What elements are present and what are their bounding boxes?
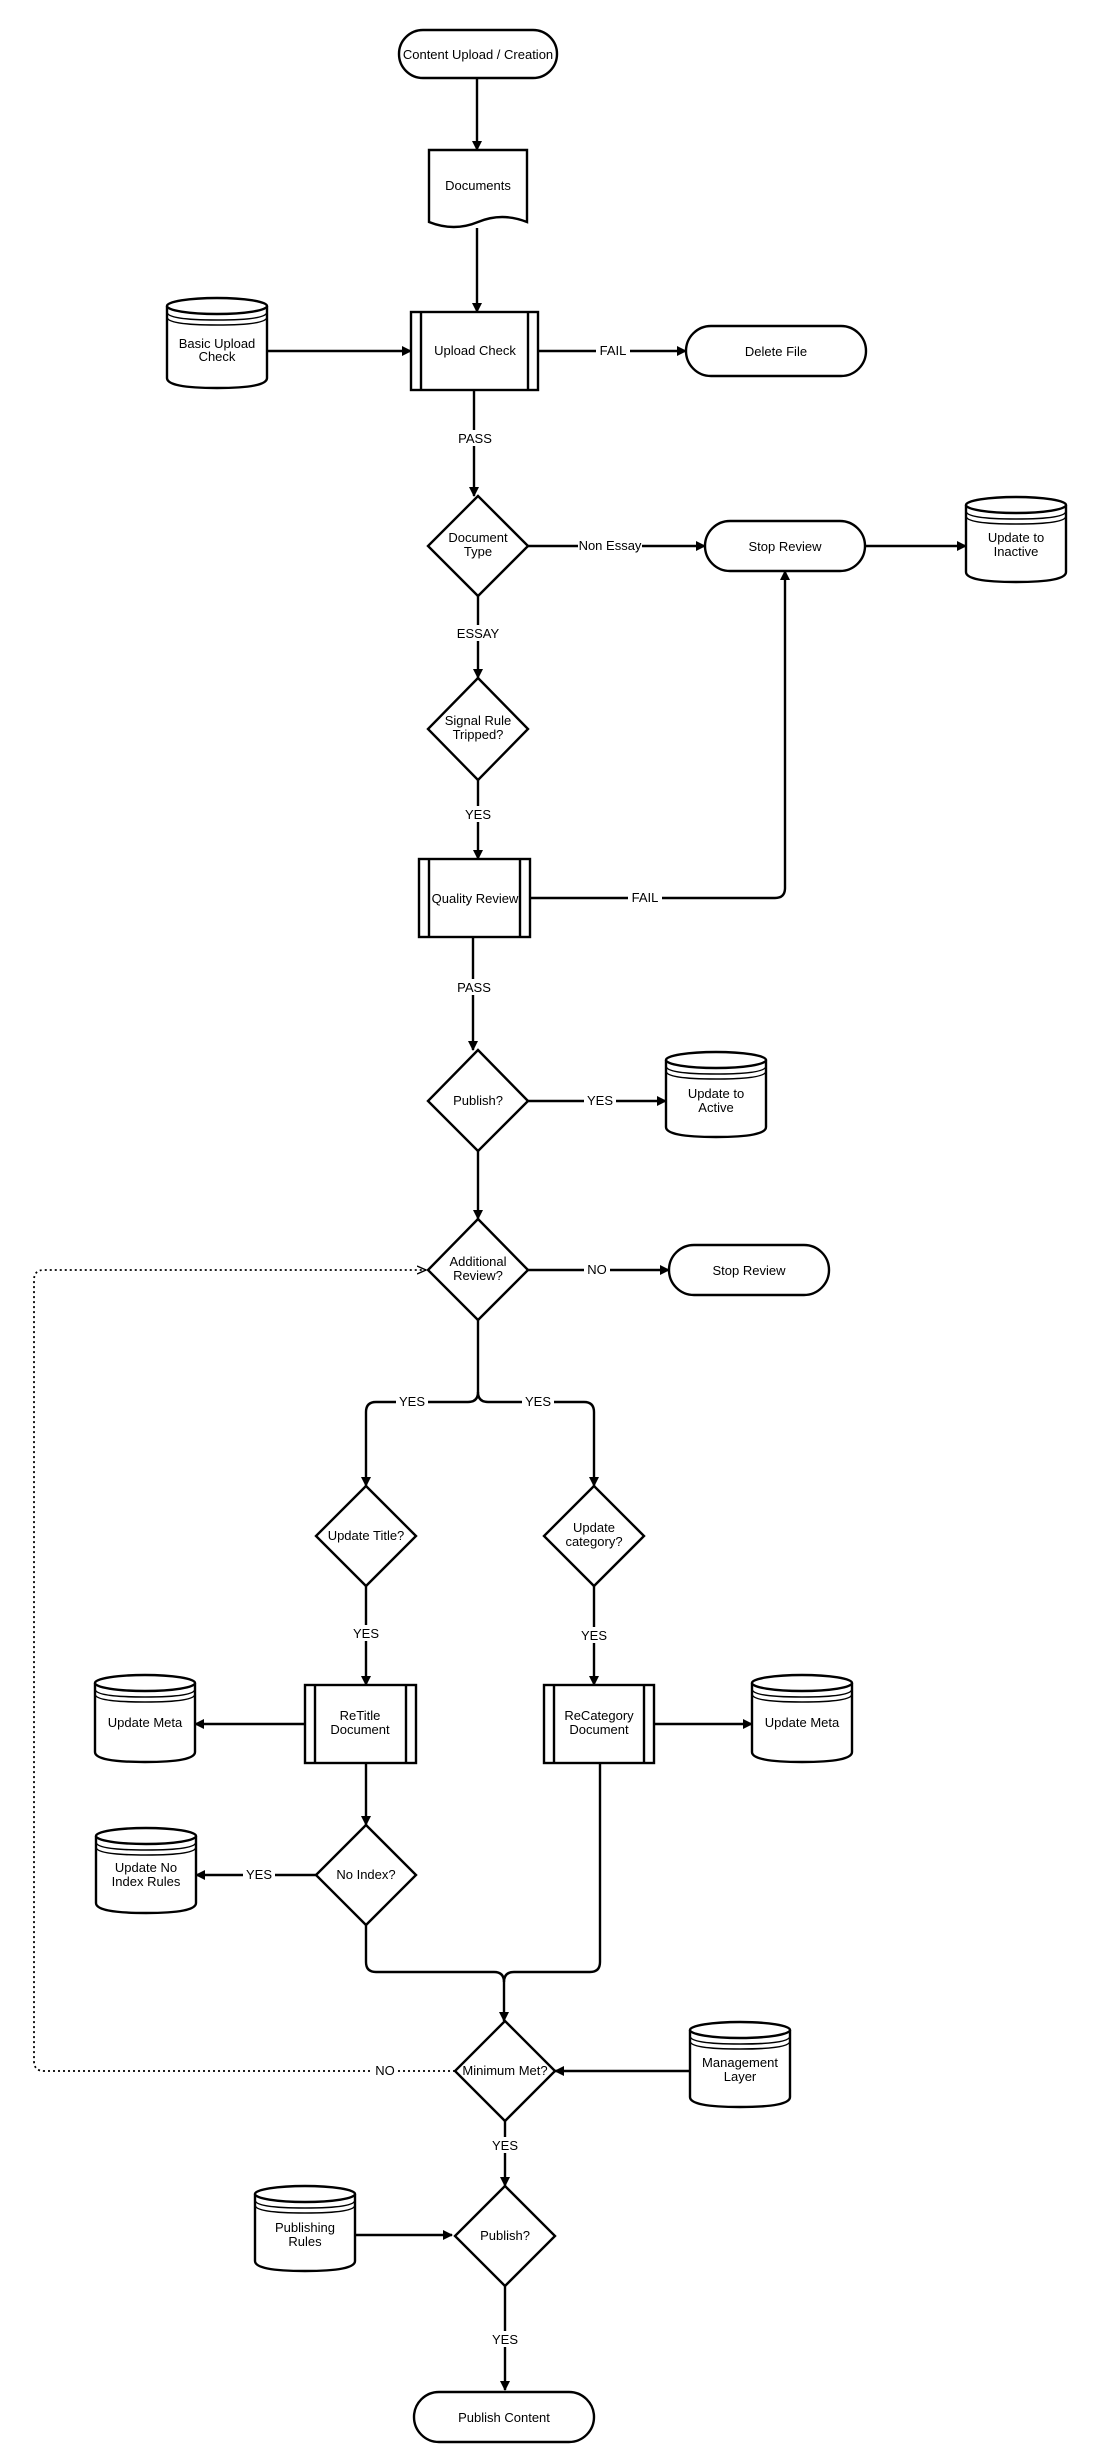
- additional-review-label-1: Additional: [449, 1254, 506, 1269]
- label-yes-minimum: YES: [492, 2138, 518, 2153]
- label-yes-publish-final: YES: [492, 2332, 518, 2347]
- label-yes-publish-active: YES: [587, 1093, 613, 1108]
- publishing-rules-label-2: Rules: [288, 2234, 322, 2249]
- update-category-label-2: category?: [565, 1534, 622, 1549]
- retitle-document-label-1: ReTitle: [340, 1708, 381, 1723]
- basic-upload-check-label-2: Check: [199, 349, 236, 364]
- stop-review-label-1: Stop Review: [749, 539, 823, 554]
- label-yes-no-index: YES: [246, 1867, 272, 1882]
- update-active-label-2: Active: [698, 1100, 733, 1115]
- publish-decision-label-2: Publish?: [480, 2228, 530, 2243]
- signal-rule-node[interactable]: Signal Rule Tripped?: [426, 676, 530, 782]
- publish-decision-node-2[interactable]: Publish?: [453, 2184, 557, 2288]
- label-pass-quality: PASS: [457, 980, 491, 995]
- upload-check-node[interactable]: Upload Check: [409, 310, 540, 392]
- quality-review-label: Quality Review: [432, 891, 519, 906]
- publishing-rules-label-1: Publishing: [275, 2220, 335, 2235]
- document-type-label-1: Document: [448, 530, 508, 545]
- update-no-index-label-2: Index Rules: [112, 1874, 181, 1889]
- label-pass-upload: PASS: [458, 431, 492, 446]
- label-yes-category: YES: [581, 1628, 607, 1643]
- management-layer-label-2: Layer: [724, 2069, 757, 2084]
- basic-upload-check-label-1: Basic Upload: [179, 336, 256, 351]
- publishing-rules-node[interactable]: Publishing Rules: [253, 2184, 357, 2273]
- management-layer-label-1: Management: [702, 2055, 778, 2070]
- stop-review-label-2: Stop Review: [713, 1263, 787, 1278]
- update-no-index-node[interactable]: Update No Index Rules: [94, 1826, 198, 1915]
- signal-rule-label-2: Tripped?: [453, 727, 504, 742]
- edge-minimum-no-loop: [33, 1270, 455, 2072]
- publish-content-node[interactable]: Publish Content: [412, 2390, 596, 2444]
- update-meta-right-node[interactable]: Update Meta: [750, 1673, 854, 1764]
- update-inactive-label-1: Update to: [988, 530, 1044, 545]
- edge-recategory-to-merge: [502, 1763, 602, 1983]
- label-fail-upload: FAIL: [600, 343, 627, 358]
- additional-review-label-2: Review?: [453, 1268, 503, 1283]
- update-title-node[interactable]: Update Title?: [314, 1484, 418, 1588]
- signal-rule-label-1: Signal Rule: [445, 713, 512, 728]
- update-meta-left-label: Update Meta: [108, 1715, 183, 1730]
- update-category-node[interactable]: Update category?: [542, 1484, 646, 1588]
- label-non-essay: Non Essay: [579, 538, 642, 553]
- recategory-document-label-1: ReCategory: [564, 1708, 634, 1723]
- document-type-node[interactable]: Document Type: [426, 494, 530, 598]
- publish-decision-label-1: Publish?: [453, 1093, 503, 1108]
- update-inactive-node[interactable]: Update to Inactive: [964, 495, 1068, 584]
- recategory-document-label-2: Document: [569, 1722, 629, 1737]
- edge-labels: FAIL PASS Non Essay ESSAY YES FAIL PASS …: [243, 342, 662, 2347]
- recategory-document-node[interactable]: ReCategory Document: [542, 1683, 656, 1765]
- label-fail-quality: FAIL: [632, 890, 659, 905]
- delete-file-label: Delete File: [745, 344, 807, 359]
- edge-additional-to-update-category: [476, 1391, 599, 1487]
- update-active-node[interactable]: Update to Active: [664, 1050, 768, 1139]
- update-category-label-1: Update: [573, 1520, 615, 1535]
- label-yes-left: YES: [399, 1394, 425, 1409]
- additional-review-node[interactable]: Additional Review?: [426, 1217, 530, 1322]
- documents-label: Documents: [445, 178, 511, 193]
- edge-quality-to-stop-review: [530, 570, 790, 900]
- label-no-additional: NO: [587, 1262, 607, 1277]
- documents-node[interactable]: Documents: [427, 148, 529, 229]
- label-essay: ESSAY: [457, 626, 500, 641]
- stop-review-node-2[interactable]: Stop Review: [667, 1243, 831, 1297]
- basic-upload-check-node[interactable]: Basic Upload Check: [165, 296, 269, 390]
- edge-no-index-to-merge: [364, 1925, 509, 2022]
- update-active-label-1: Update to: [688, 1086, 744, 1101]
- quality-review-node[interactable]: Quality Review: [417, 857, 532, 939]
- content-upload-node[interactable]: Content Upload / Creation: [397, 28, 559, 80]
- upload-check-label: Upload Check: [434, 343, 516, 358]
- label-yes-title: YES: [353, 1626, 379, 1641]
- label-no-minimum: NO: [375, 2063, 395, 2078]
- update-meta-left-node[interactable]: Update Meta: [93, 1673, 197, 1764]
- delete-file-node[interactable]: Delete File: [684, 324, 868, 378]
- update-meta-right-label: Update Meta: [765, 1715, 840, 1730]
- publish-content-label: Publish Content: [458, 2410, 550, 2425]
- label-yes-signal: YES: [465, 807, 491, 822]
- publish-decision-node-1[interactable]: Publish?: [426, 1048, 530, 1153]
- retitle-document-node[interactable]: ReTitle Document: [303, 1683, 418, 1765]
- management-layer-node[interactable]: Management Layer: [688, 2020, 792, 2109]
- no-index-node[interactable]: No Index?: [314, 1823, 418, 1927]
- label-yes-right: YES: [525, 1394, 551, 1409]
- minimum-met-node[interactable]: Minimum Met?: [453, 2019, 557, 2123]
- update-no-index-label-1: Update No: [115, 1860, 177, 1875]
- content-upload-label: Content Upload / Creation: [403, 47, 553, 62]
- no-index-label: No Index?: [336, 1867, 395, 1882]
- nodes: Content Upload / Creation Documents Basi…: [93, 28, 1068, 2444]
- stop-review-node-1[interactable]: Stop Review: [703, 519, 867, 573]
- update-inactive-label-2: Inactive: [994, 544, 1039, 559]
- update-title-label: Update Title?: [328, 1528, 405, 1543]
- document-type-label-2: Type: [464, 544, 492, 559]
- minimum-met-label: Minimum Met?: [462, 2063, 547, 2078]
- retitle-document-label-2: Document: [330, 1722, 390, 1737]
